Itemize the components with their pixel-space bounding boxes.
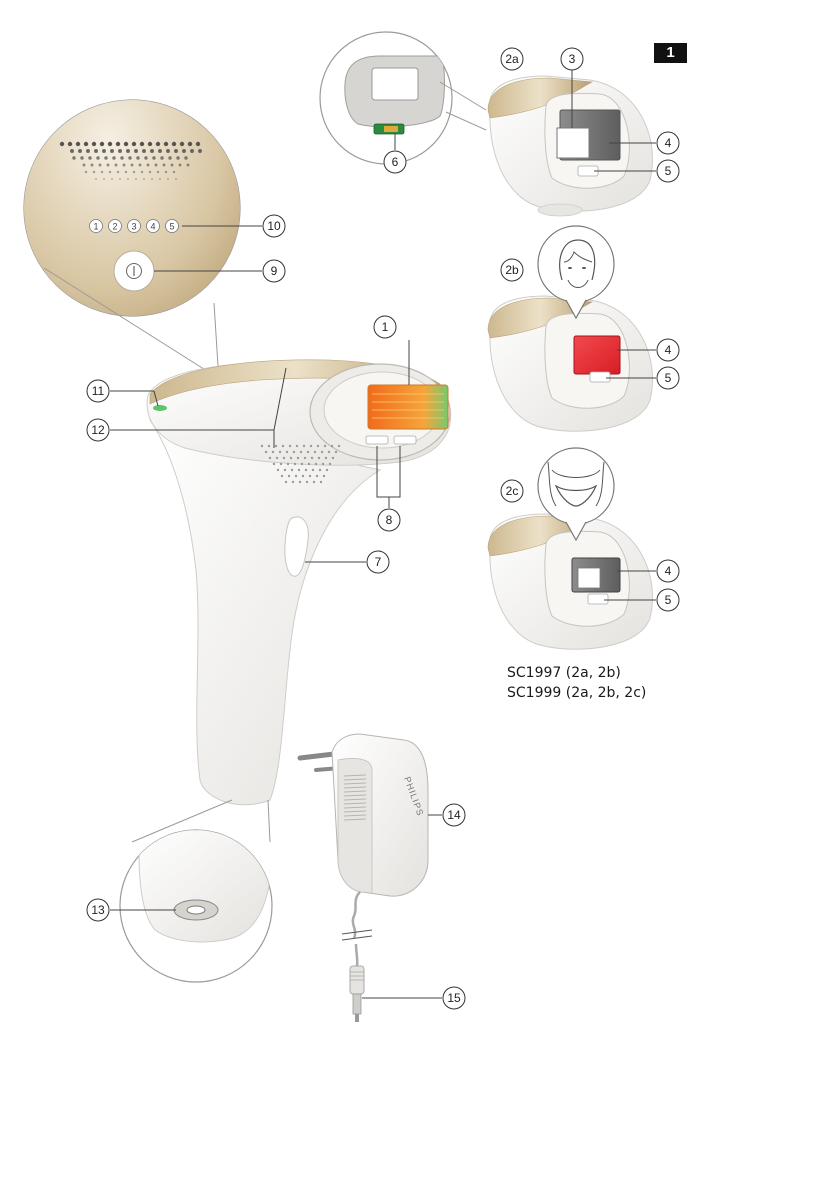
callout-4c: 4 [657,560,679,582]
svg-text:7: 7 [375,555,382,569]
callout-13: 13 [87,899,109,921]
intensity-level-label: 3 [131,222,136,232]
callout-4b: 4 [657,339,679,361]
attachment-connector-zoom [320,32,486,164]
callout-5b: 5 [657,367,679,389]
face-icon [538,226,614,302]
bikini-area-icon [538,448,614,524]
svg-text:2a: 2a [505,52,519,66]
svg-text:8: 8 [386,513,393,527]
model-line-sc1999: SC1999 (2a, 2b, 2c) [507,683,646,703]
svg-text:4: 4 [665,343,672,357]
callout-10: 10 [263,215,285,237]
callout-2a: 2a [501,48,523,70]
light-exit-window [368,385,448,429]
svg-text:13: 13 [91,903,105,917]
svg-text:5: 5 [665,164,672,178]
svg-text:4: 4 [665,136,672,150]
svg-text:14: 14 [447,808,461,822]
svg-text:3: 3 [569,52,576,66]
callout-5a: 5 [657,160,679,182]
model-line-sc1997: SC1997 (2a, 2b) [507,663,646,683]
callout-9: 9 [263,260,285,282]
callout-11: 11 [87,380,109,402]
svg-text:5: 5 [665,371,672,385]
svg-text:10: 10 [267,219,281,233]
svg-text:1: 1 [382,320,389,334]
svg-text:2b: 2b [505,263,519,277]
callout-15: 15 [443,987,465,1009]
callout-1: 1 [374,316,396,338]
intensity-level-label: 5 [169,222,174,232]
skin-contact-sensor-right [394,436,416,444]
callout-14: 14 [443,804,465,826]
svg-text:5: 5 [665,593,672,607]
svg-text:12: 12 [91,423,105,437]
intensity-level-label: 4 [150,222,155,232]
callout-3: 3 [561,48,583,70]
svg-text:11: 11 [92,384,105,398]
intensity-level-label: 2 [112,222,117,232]
callout-2b: 2b [501,259,523,281]
control-panel-zoom: 1 2 3 4 5 [14,50,250,371]
attachment-2b [488,226,653,431]
attachment-2c [488,448,653,649]
model-compatibility-list: SC1997 (2a, 2b) SC1999 (2a, 2b, 2c) [507,663,646,703]
main-device [147,360,451,805]
callout-12: 12 [87,419,109,441]
callout-7: 7 [367,551,389,573]
callout-5c: 5 [657,589,679,611]
callout-6: 6 [384,151,406,173]
power-adapter: PHILIPS [300,734,428,1022]
svg-text:2c: 2c [506,484,519,498]
callout-4a: 4 [657,132,679,154]
attachment-2a [488,76,653,216]
intensity-level-label: 1 [93,222,98,232]
svg-text:6: 6 [392,155,399,169]
bottom-socket-zoom [120,800,272,982]
svg-text:15: 15 [447,991,461,1005]
svg-text:4: 4 [665,564,672,578]
callout-8: 8 [378,509,400,531]
svg-text:9: 9 [271,264,278,278]
skin-contact-sensor-left [366,436,388,444]
callout-2c: 2c [501,480,523,502]
